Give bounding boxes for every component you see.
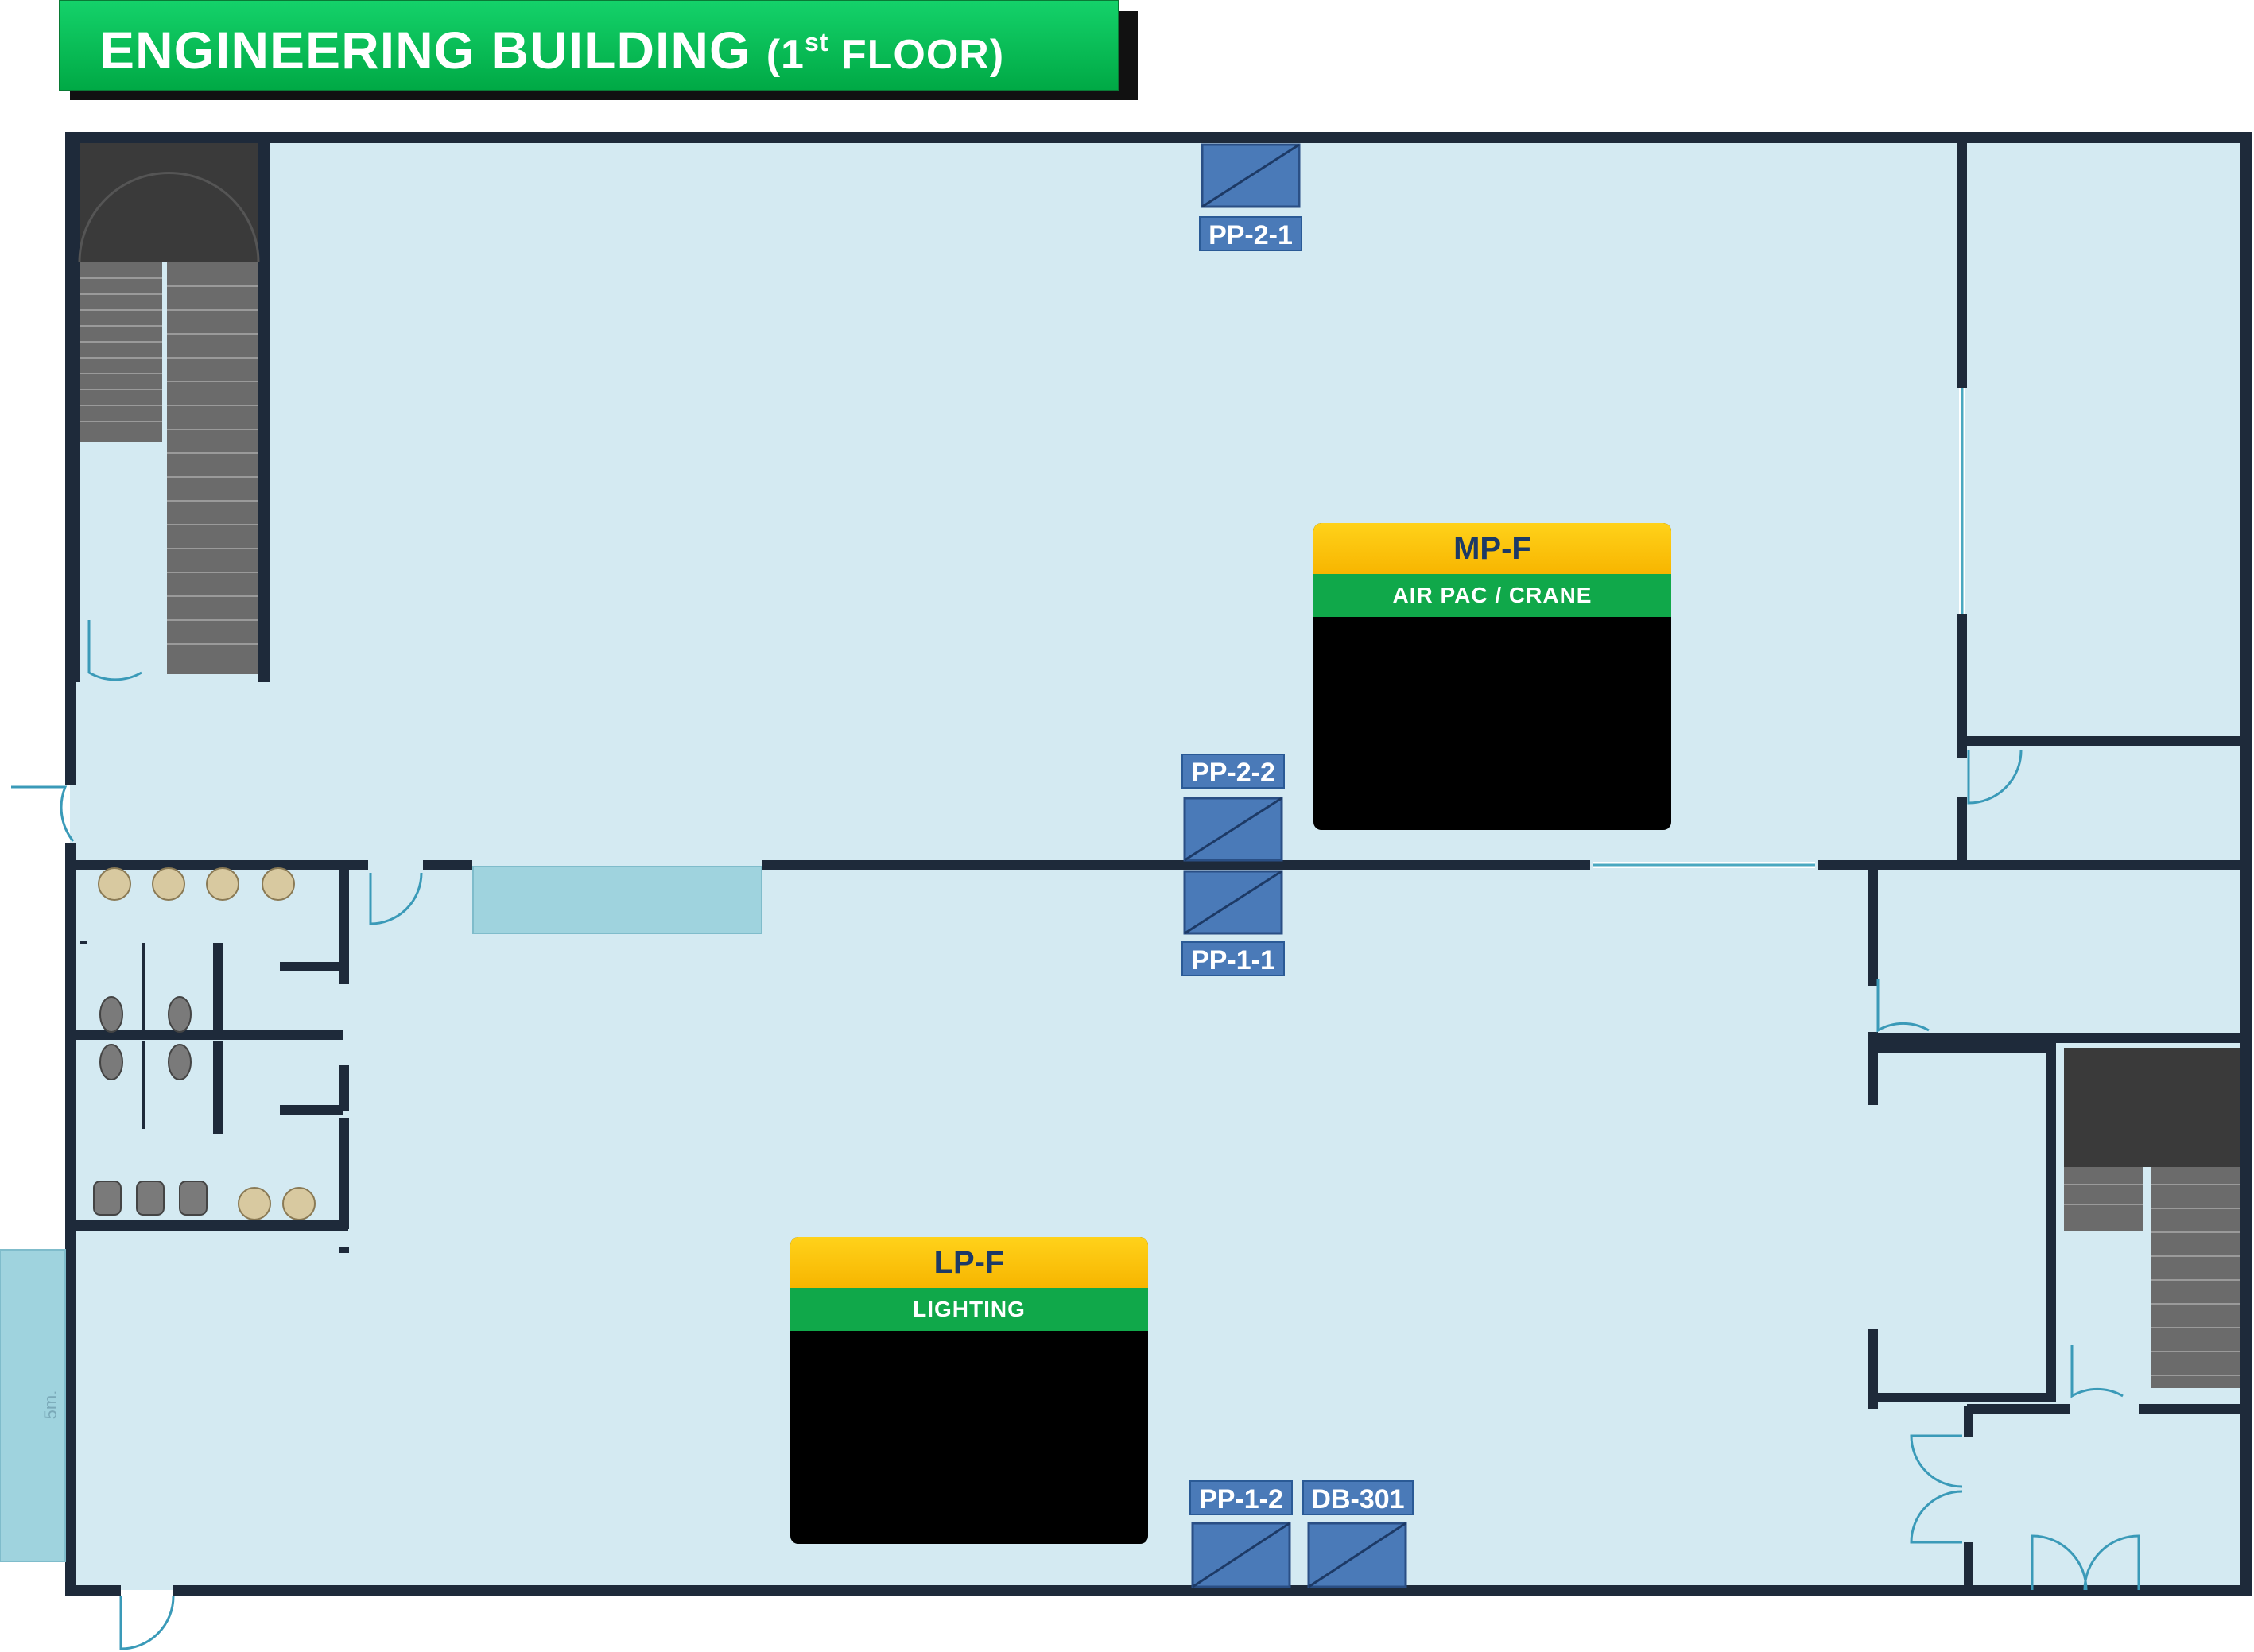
panel-boxes	[1183, 143, 1407, 1588]
dimension-label: 5m.	[41, 1390, 60, 1420]
panel-mp-f[interactable]: MP-F AIR PAC / CRANE	[1313, 523, 1671, 830]
page-title: ENGINEERING BUILDING (1st FLOOR)	[99, 10, 1004, 87]
interior-walls	[70, 138, 2247, 1593]
windows	[0, 388, 1965, 1562]
panel-lp-f-desc: LIGHTING	[790, 1288, 1148, 1331]
panel-lp-f-id: LP-F	[790, 1237, 1148, 1288]
panel-mp-f-desc: AIR PAC / CRANE	[1313, 574, 1671, 617]
title-main: ENGINEERING BUILDING	[99, 21, 751, 79]
panel-tag-pp-2-1[interactable]: PP-2-1	[1199, 216, 1302, 251]
left-stairs	[78, 143, 260, 674]
panel-tag-pp-2-2[interactable]: PP-2-2	[1181, 754, 1285, 789]
right-stairs	[2064, 1048, 2240, 1388]
panel-tag-pp-1-1[interactable]: PP-1-1	[1181, 941, 1285, 976]
page-title-banner: ENGINEERING BUILDING (1st FLOOR)	[59, 0, 1138, 100]
panel-tag-pp-1-2[interactable]: PP-1-2	[1189, 1480, 1293, 1515]
panel-mp-f-id: MP-F	[1313, 523, 1671, 574]
panel-tag-db-301[interactable]: DB-301	[1302, 1480, 1414, 1515]
title-box: ENGINEERING BUILDING (1st FLOOR)	[59, 0, 1119, 91]
panel-lp-f[interactable]: LP-F LIGHTING	[790, 1237, 1148, 1544]
restroom-fixtures	[80, 867, 316, 1220]
title-floor: (1st FLOOR)	[766, 28, 1005, 78]
doors	[11, 620, 2140, 1650]
